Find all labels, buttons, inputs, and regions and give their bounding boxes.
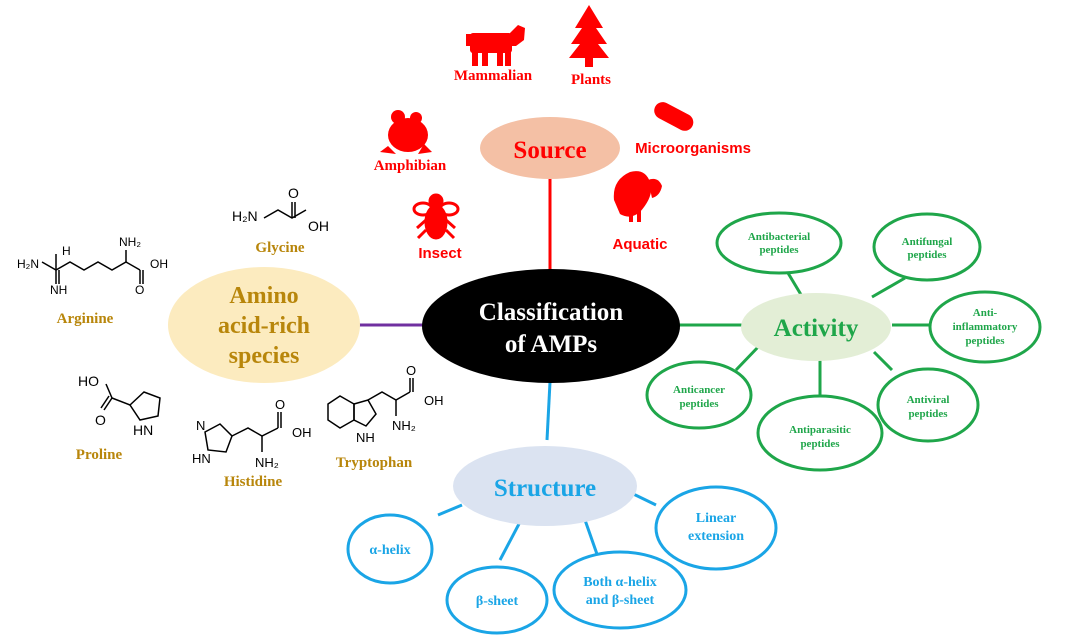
proline-hn: HN xyxy=(133,422,153,438)
activity-antiinflammatory-l1: Anti- xyxy=(973,307,998,319)
activity-anticancer-l1: Anticancer xyxy=(673,384,725,396)
activity-spokes xyxy=(734,267,930,398)
activity-antiparasitic-l2: peptides xyxy=(800,438,840,450)
amino-arginine: Arginine xyxy=(57,311,114,327)
arginine-nh: NH xyxy=(50,283,67,297)
arginine-o: O xyxy=(135,283,144,297)
aquatic-animal-icon xyxy=(613,171,662,222)
activity-title: Activity xyxy=(774,315,859,342)
amino-title-l1: Amino xyxy=(229,283,298,309)
arginine-structure xyxy=(41,250,144,284)
structure-beta-sheet: β-sheet xyxy=(476,594,519,609)
activity-antiinflammatory-l3: peptides xyxy=(965,335,1005,347)
activity-antifungal-l1: Antifungal xyxy=(902,236,953,248)
activity-antibacterial-l2: peptides xyxy=(759,244,799,256)
glycine-structure xyxy=(263,202,307,219)
activity-antibacterial-l1: Antibacterial xyxy=(748,231,810,243)
activity-antiviral-l1: Antiviral xyxy=(907,394,950,406)
frog-icon xyxy=(380,110,432,154)
bee-icon xyxy=(412,193,460,240)
structure-linear-l1: Linear xyxy=(696,511,736,526)
arginine-nh2: NH₂ xyxy=(119,235,141,249)
tryptophan-nh: NH xyxy=(356,430,375,445)
proline-structure xyxy=(100,383,161,421)
structure-both-l1: Both α-helix xyxy=(583,575,657,590)
structure-title: Structure xyxy=(494,475,596,502)
glycine-h2n: H₂N xyxy=(232,208,258,224)
bacterium-icon xyxy=(654,102,694,131)
source-insect: Insect xyxy=(418,245,461,262)
activity-antiviral-l2: peptides xyxy=(908,408,948,420)
proline-o: O xyxy=(95,412,106,428)
arginine-oh: OH xyxy=(150,257,168,271)
source-plants: Plants xyxy=(571,72,611,88)
tryptophan-oh: OH xyxy=(424,393,444,408)
activity-antiparasitic-l1: Antiparasitic xyxy=(789,424,851,436)
histidine-o: O xyxy=(275,397,285,412)
source-amphibian: Amphibian xyxy=(374,158,447,174)
tryptophan-structure xyxy=(327,378,414,429)
histidine-oh: OH xyxy=(292,425,312,440)
activity-node xyxy=(741,293,891,361)
structure-alpha-helix: α-helix xyxy=(369,543,410,558)
histidine-hn: HN xyxy=(192,451,211,466)
amino-tryptophan: Tryptophan xyxy=(336,455,413,471)
amino-node xyxy=(168,267,360,383)
source-title: Source xyxy=(513,137,586,164)
amino-title-l3: species xyxy=(229,343,300,369)
tryptophan-o: O xyxy=(406,363,416,378)
proline-ho: HO xyxy=(78,373,99,389)
cow-icon xyxy=(466,25,525,66)
source-microorganisms: Microorganisms xyxy=(635,140,751,157)
histidine-n: N xyxy=(196,418,205,433)
amino-proline: Proline xyxy=(76,447,123,463)
structure-node xyxy=(453,446,637,526)
histidine-structure xyxy=(204,412,282,453)
amino-title-l2: acid-rich xyxy=(218,313,310,339)
source-node xyxy=(480,117,620,179)
activity-anticancer-l2: peptides xyxy=(679,398,719,410)
connector-structure xyxy=(545,381,552,441)
glycine-o: O xyxy=(288,185,299,201)
structure-linear-l2: extension xyxy=(688,529,744,544)
activity-antiinflammatory-l2: inflammatory xyxy=(953,321,1018,333)
arginine-h2n: H₂N xyxy=(17,257,39,271)
amino-histidine: Histidine xyxy=(224,474,283,490)
structure-both-l2: and β-sheet xyxy=(586,593,655,608)
structure-bubbles xyxy=(346,485,778,635)
center-title-line2: of AMPs xyxy=(505,331,598,358)
tryptophan-nh2: NH₂ xyxy=(392,418,416,433)
center-node xyxy=(422,269,680,383)
source-aquatic: Aquatic xyxy=(612,236,667,253)
glycine-oh: OH xyxy=(308,218,329,234)
tree-icon xyxy=(569,5,609,67)
histidine-nh2: NH₂ xyxy=(255,455,279,470)
activity-antifungal-l2: peptides xyxy=(907,249,947,261)
arginine-h: H xyxy=(62,244,71,258)
source-mammalian: Mammalian xyxy=(454,68,533,84)
center-title-line1: Classification xyxy=(479,299,624,326)
amino-glycine: Glycine xyxy=(255,240,305,256)
activity-bubbles xyxy=(645,211,1042,472)
